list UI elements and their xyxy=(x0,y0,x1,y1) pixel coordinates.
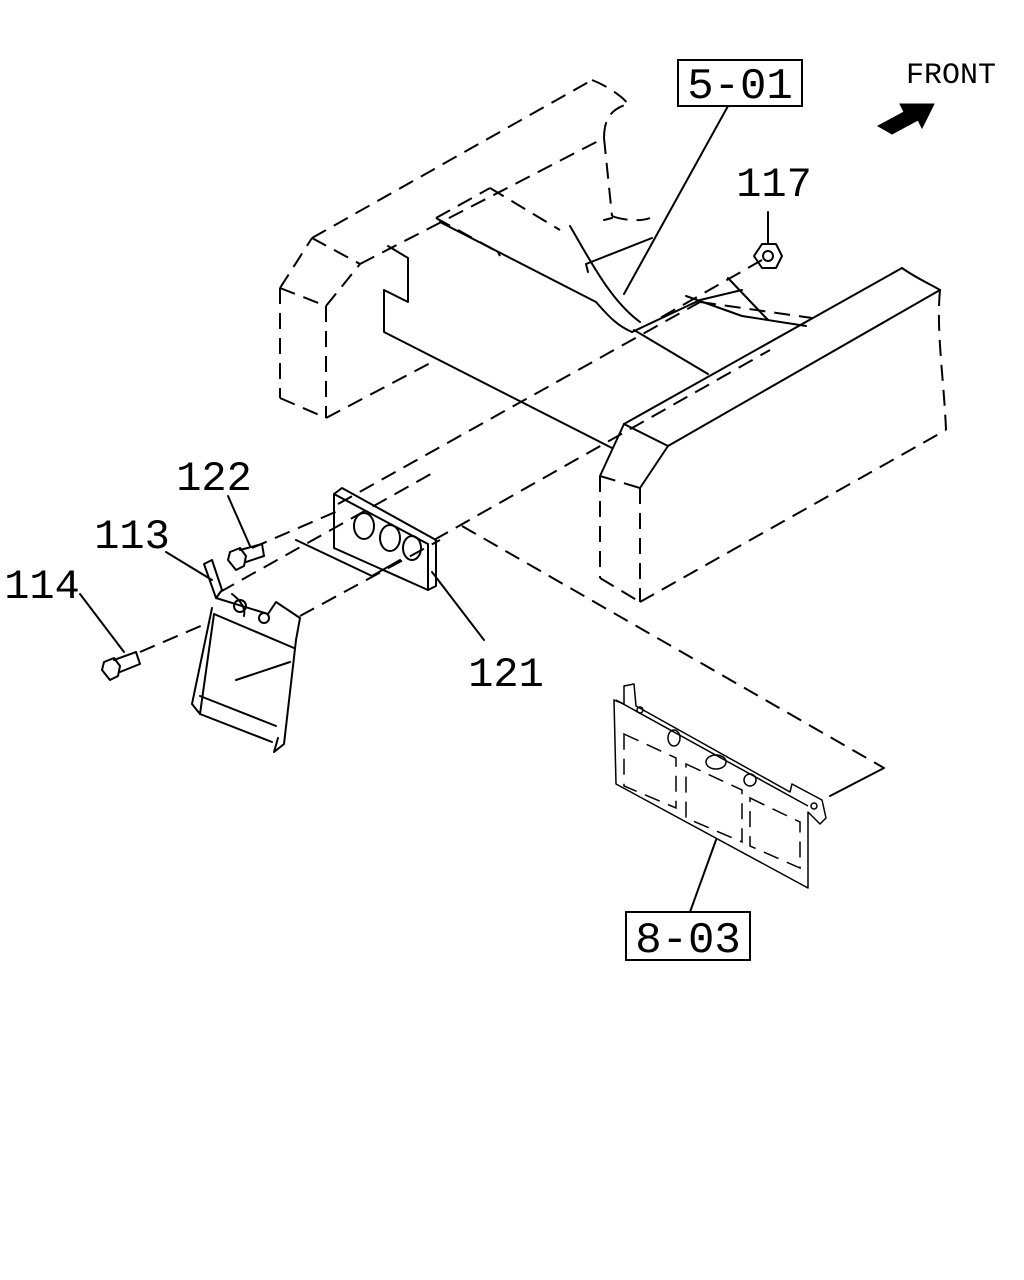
part-label-122: 122 xyxy=(176,455,252,503)
right-frame-rail xyxy=(599,267,947,603)
stay-part-113[interactable] xyxy=(191,559,301,753)
leader-line-8-03 xyxy=(689,839,717,913)
frame-cross-member xyxy=(383,217,807,449)
leader-line-5-01 xyxy=(623,105,729,295)
plate-assembly-8-03[interactable] xyxy=(613,683,827,889)
leader-line-121 xyxy=(431,571,485,641)
bracket-part-121[interactable] xyxy=(295,487,437,591)
leader-line-8-03-connector xyxy=(829,767,885,797)
reference-box-5-01[interactable]: 5-01 xyxy=(677,59,803,112)
reference-text-8-03: 8-03 xyxy=(635,916,741,966)
part-label-117: 117 xyxy=(736,161,812,209)
reference-text-5-01: 5-01 xyxy=(687,62,793,112)
bolt-part-122[interactable] xyxy=(227,543,265,571)
part-label-121: 121 xyxy=(468,651,544,699)
leader-line-114 xyxy=(79,593,125,653)
bolt-part-114[interactable] xyxy=(101,651,141,681)
left-frame-rail xyxy=(279,79,651,419)
front-label: FRONT xyxy=(906,59,996,93)
leader-line-113 xyxy=(165,551,213,581)
front-arrow-icon xyxy=(876,103,935,135)
nut-part-117[interactable] xyxy=(753,243,783,269)
part-label-114: 114 xyxy=(4,563,80,611)
part-label-113: 113 xyxy=(94,513,170,561)
alignment-lines xyxy=(139,259,885,769)
reference-box-8-03[interactable]: 8-03 xyxy=(625,911,751,966)
leader-line-122 xyxy=(227,495,251,547)
